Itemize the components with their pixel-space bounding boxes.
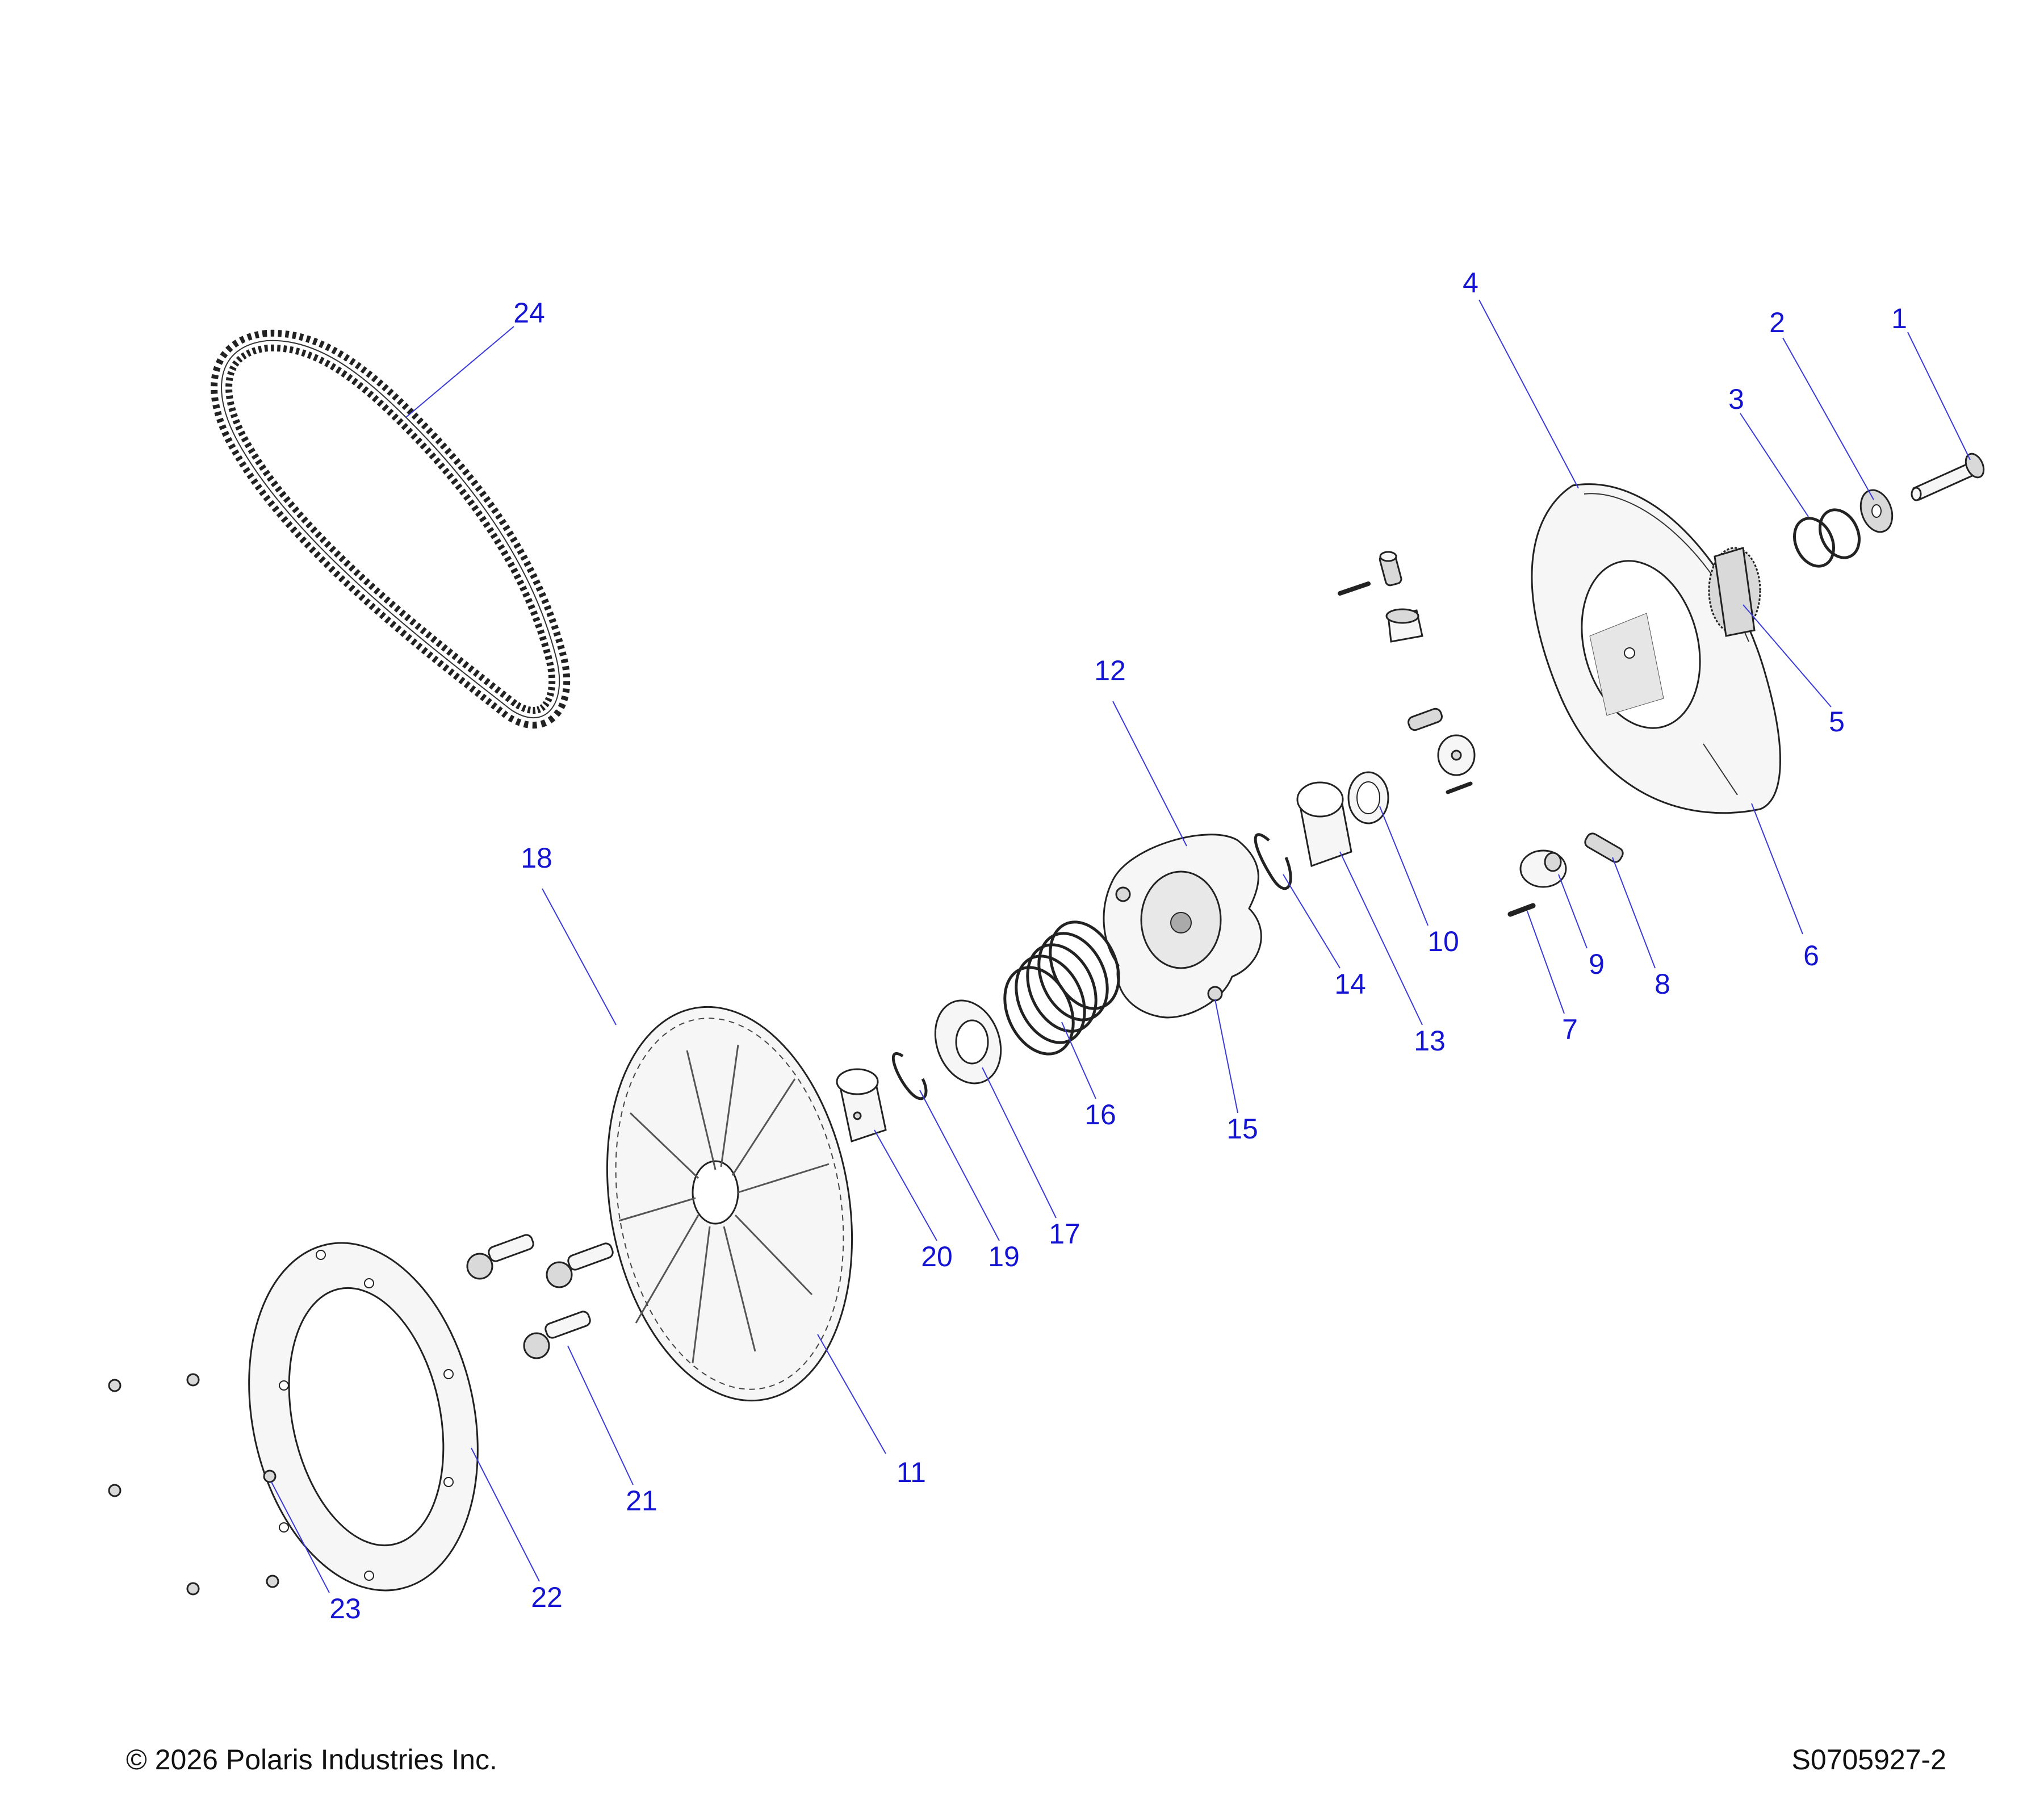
copyright-notice: © 2026 Polaris Industries Inc. [126,1744,497,1776]
part-5-splined-hub [1708,547,1761,637]
part-screw-upper [1379,551,1402,587]
part-roller-mid [1437,734,1476,776]
part-4-6-stationary-sheave [1531,483,1781,814]
part-pin-upper [1338,581,1371,596]
callout-24: 24 [513,297,545,329]
callout-12: 12 [1094,655,1126,686]
part-19-snap-ring [891,1052,928,1100]
part-9-roller [1519,849,1567,888]
callout-1: 1 [1891,303,1907,334]
callout-16: 16 [1084,1099,1116,1131]
part-23-screws [108,1373,279,1596]
part-14-snap-ring [1254,833,1292,890]
callout-labels: 1 2 3 4 5 6 7 8 9 10 11 12 13 14 15 16 1… [329,267,1907,1625]
callout-20: 20 [921,1241,953,1272]
callout-3: 3 [1728,383,1744,415]
part-16-springs [1003,920,1120,1056]
callout-4: 4 [1463,267,1478,299]
part-8-screw [1584,832,1624,863]
part-21-bolts [466,1234,614,1359]
callout-14: 14 [1334,968,1366,1000]
callout-7: 7 [1562,1014,1578,1045]
drawing-number: S0705927-2 [1791,1744,1946,1776]
leader-lines [271,299,1971,1593]
callout-17: 17 [1049,1218,1080,1250]
callout-11: 11 [897,1456,926,1488]
part-screw-mid [1408,707,1443,731]
callout-9: 9 [1589,948,1605,980]
part-12-15-spider [1103,834,1262,1019]
callout-6: 6 [1803,940,1819,972]
part-pin-mid [1446,781,1473,794]
part-1-bolt [1911,453,1985,501]
callout-23: 23 [329,1593,361,1625]
part-13-sleeve [1296,781,1352,868]
callout-21: 21 [626,1485,657,1517]
callout-10: 10 [1427,926,1459,957]
callout-19: 19 [988,1241,1020,1272]
callout-8: 8 [1655,968,1670,1000]
part-2-washer [1859,489,1894,533]
callout-13: 13 [1414,1025,1446,1057]
callout-2: 2 [1769,307,1785,338]
part-22-gasket [248,1242,479,1592]
part-roller-upper [1385,608,1423,643]
part-20-bushing [836,1068,887,1142]
part-24-drive-belt [211,329,571,729]
callout-15: 15 [1226,1113,1258,1145]
callout-18: 18 [521,842,552,874]
callout-5: 5 [1829,706,1845,738]
part-17-spring-cup [934,999,1002,1085]
part-7-pin [1507,903,1536,917]
part-10-bushing [1347,771,1389,824]
part-3-o-ring [1793,508,1861,568]
callout-22: 22 [531,1581,563,1613]
part-18-11-moveable-sheave [606,1006,853,1402]
